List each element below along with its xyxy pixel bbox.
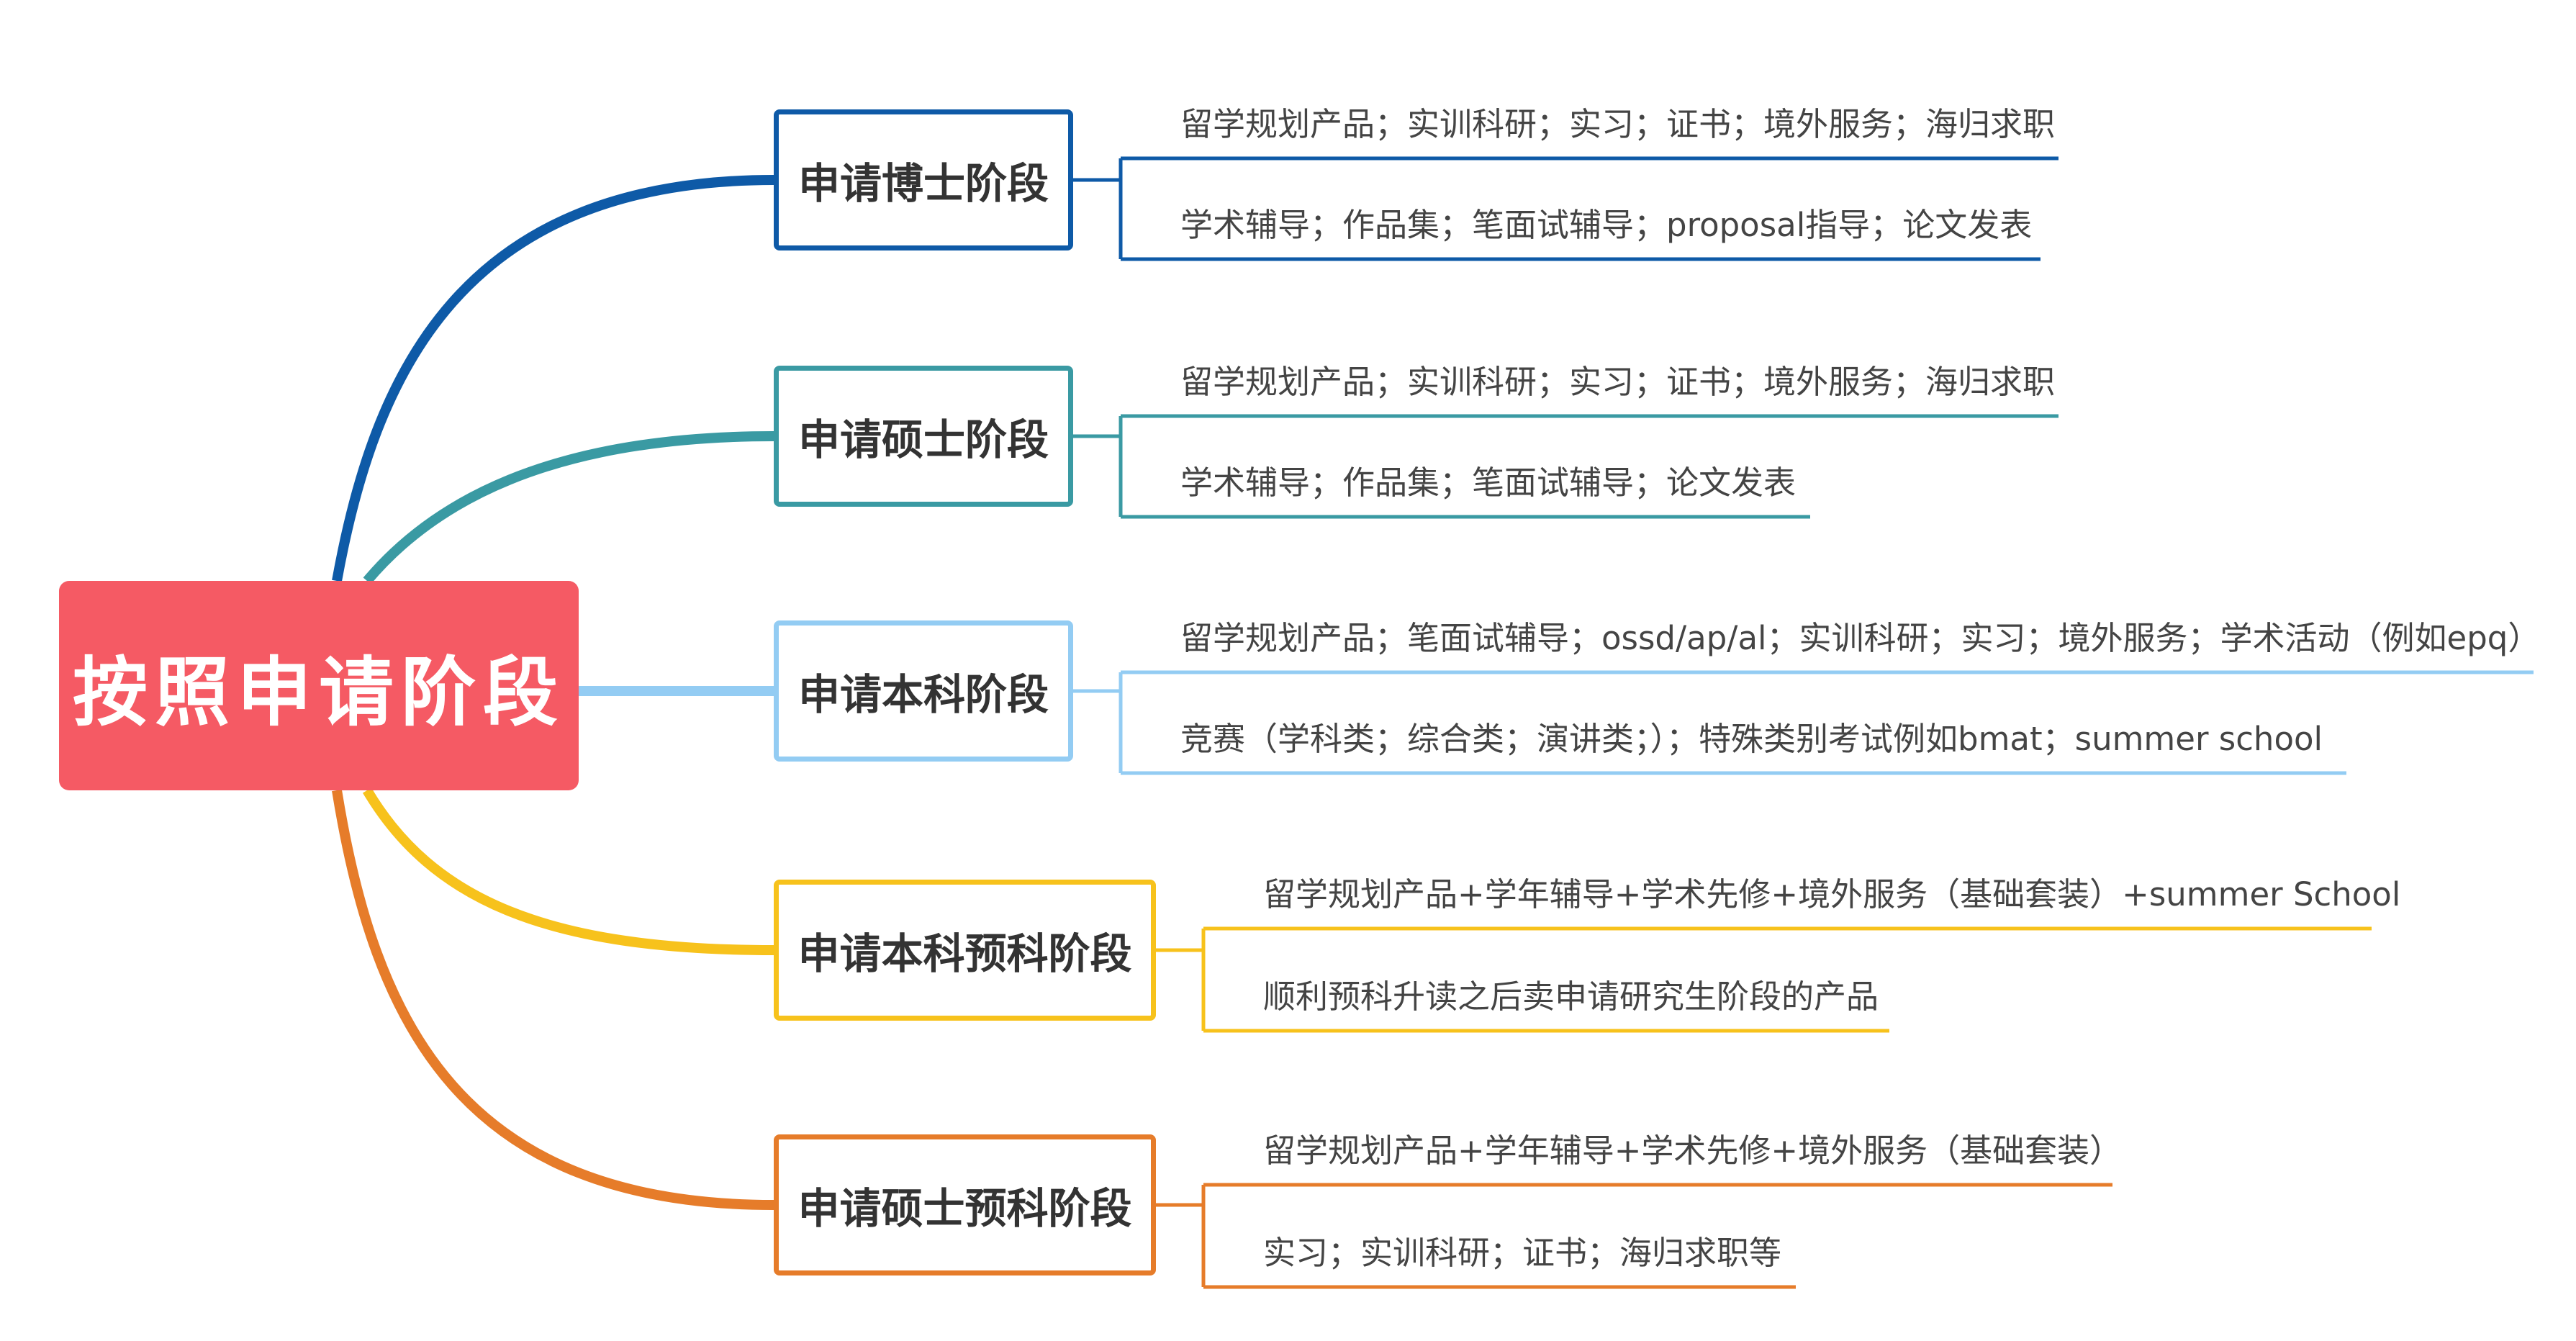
leaf-phd-2: 学术辅导；作品集；笔面试辅导；proposal指导；论文发表 [1180,206,2033,244]
branch-node-undergrad-stage: 申请本科阶段 [774,620,1073,762]
leaf-undergrad-2: 竞赛（学科类；综合类；演讲类；）；特殊类别考试例如bmat；summer sch… [1180,720,2323,758]
bracket-master [1073,414,2058,519]
leaf-ug-foundation-2: 顺利预科升读之后卖申请研究生阶段的产品 [1263,977,1879,1016]
leaf-phd-1: 留学规划产品；实训科研；实习；证书；境外服务；海归求职 [1180,105,2056,143]
root-node-by-application-stage: 按照申请阶段 [59,581,579,790]
bracket-undergrad [1073,670,2534,775]
connector-root-master [363,431,774,584]
leaf-master-1: 留学规划产品；实训科研；实习；证书；境外服务；海归求职 [1180,363,2056,401]
leaf-undergrad-1: 留学规划产品；笔面试辅导；ossd/ap/al；实训科研；实习；境外服务；学术活… [1180,619,2541,657]
branch-node-master-foundation-stage: 申请硕士预科阶段 [774,1134,1156,1275]
connector-root-master-foundation [332,789,774,1210]
branch-node-master-stage: 申请硕士阶段 [774,366,1073,507]
leaf-master-foundation-1: 留学规划产品+学年辅导+学术先修+境外服务（基础套装） [1263,1132,2123,1170]
bracket-ug-foundation [1156,926,2372,1033]
branch-node-phd-stage: 申请博士阶段 [774,109,1073,250]
branch-node-ug-foundation-stage: 申请本科预科阶段 [774,880,1156,1021]
bracket-phd [1073,156,2058,261]
bracket-master-foundation [1156,1183,2112,1289]
leaf-ug-foundation-1: 留学规划产品+学年辅导+学术先修+境外服务（基础套装）+summer Schoo… [1263,875,2401,913]
leaf-master-2: 学术辅导；作品集；笔面试辅导；论文发表 [1180,464,1797,502]
leaf-master-foundation-2: 实习；实训科研；证书；海归求职等 [1263,1234,1782,1272]
connector-root-ug-foundation [362,787,774,955]
connector-root-phd [332,175,774,582]
